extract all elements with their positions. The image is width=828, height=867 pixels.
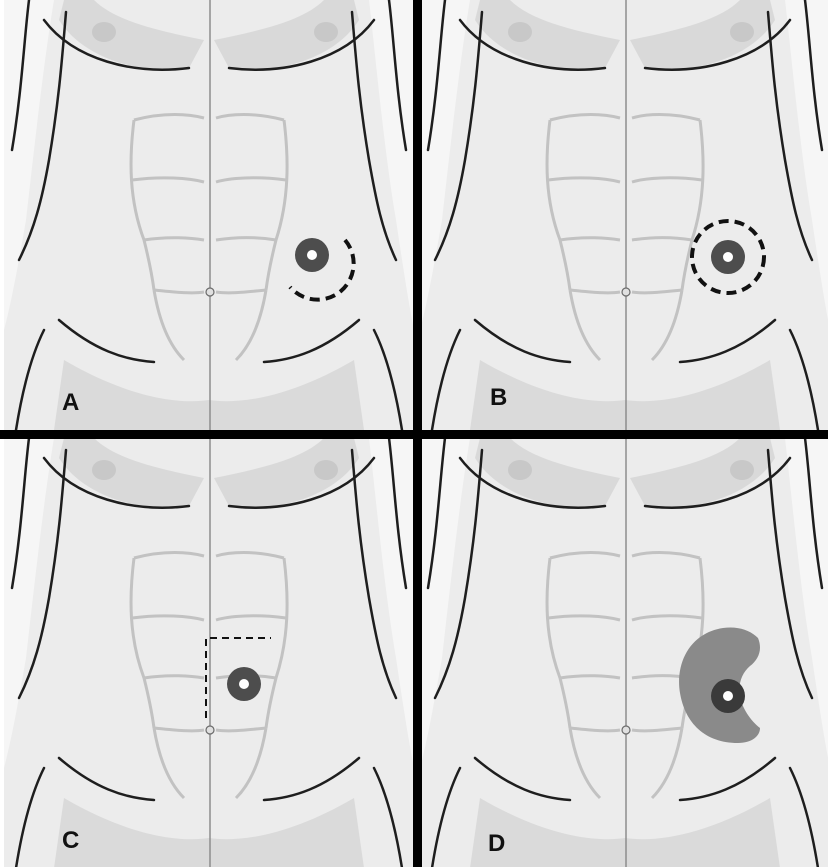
horizontal-divider [0, 430, 828, 439]
panel-c: C [4, 438, 414, 867]
panel-b: B [420, 0, 828, 430]
panel-d: D [420, 438, 828, 867]
stoma-icon [711, 240, 745, 274]
panel-a: A [4, 0, 414, 430]
stoma-icon [711, 679, 745, 713]
panel-label-c: C [62, 827, 79, 854]
panel-label-b: B [490, 384, 507, 411]
panel-label-d: D [488, 830, 505, 857]
panel-label-a: A [62, 389, 79, 416]
stoma-icon [295, 238, 329, 272]
stoma-icon [227, 667, 261, 701]
